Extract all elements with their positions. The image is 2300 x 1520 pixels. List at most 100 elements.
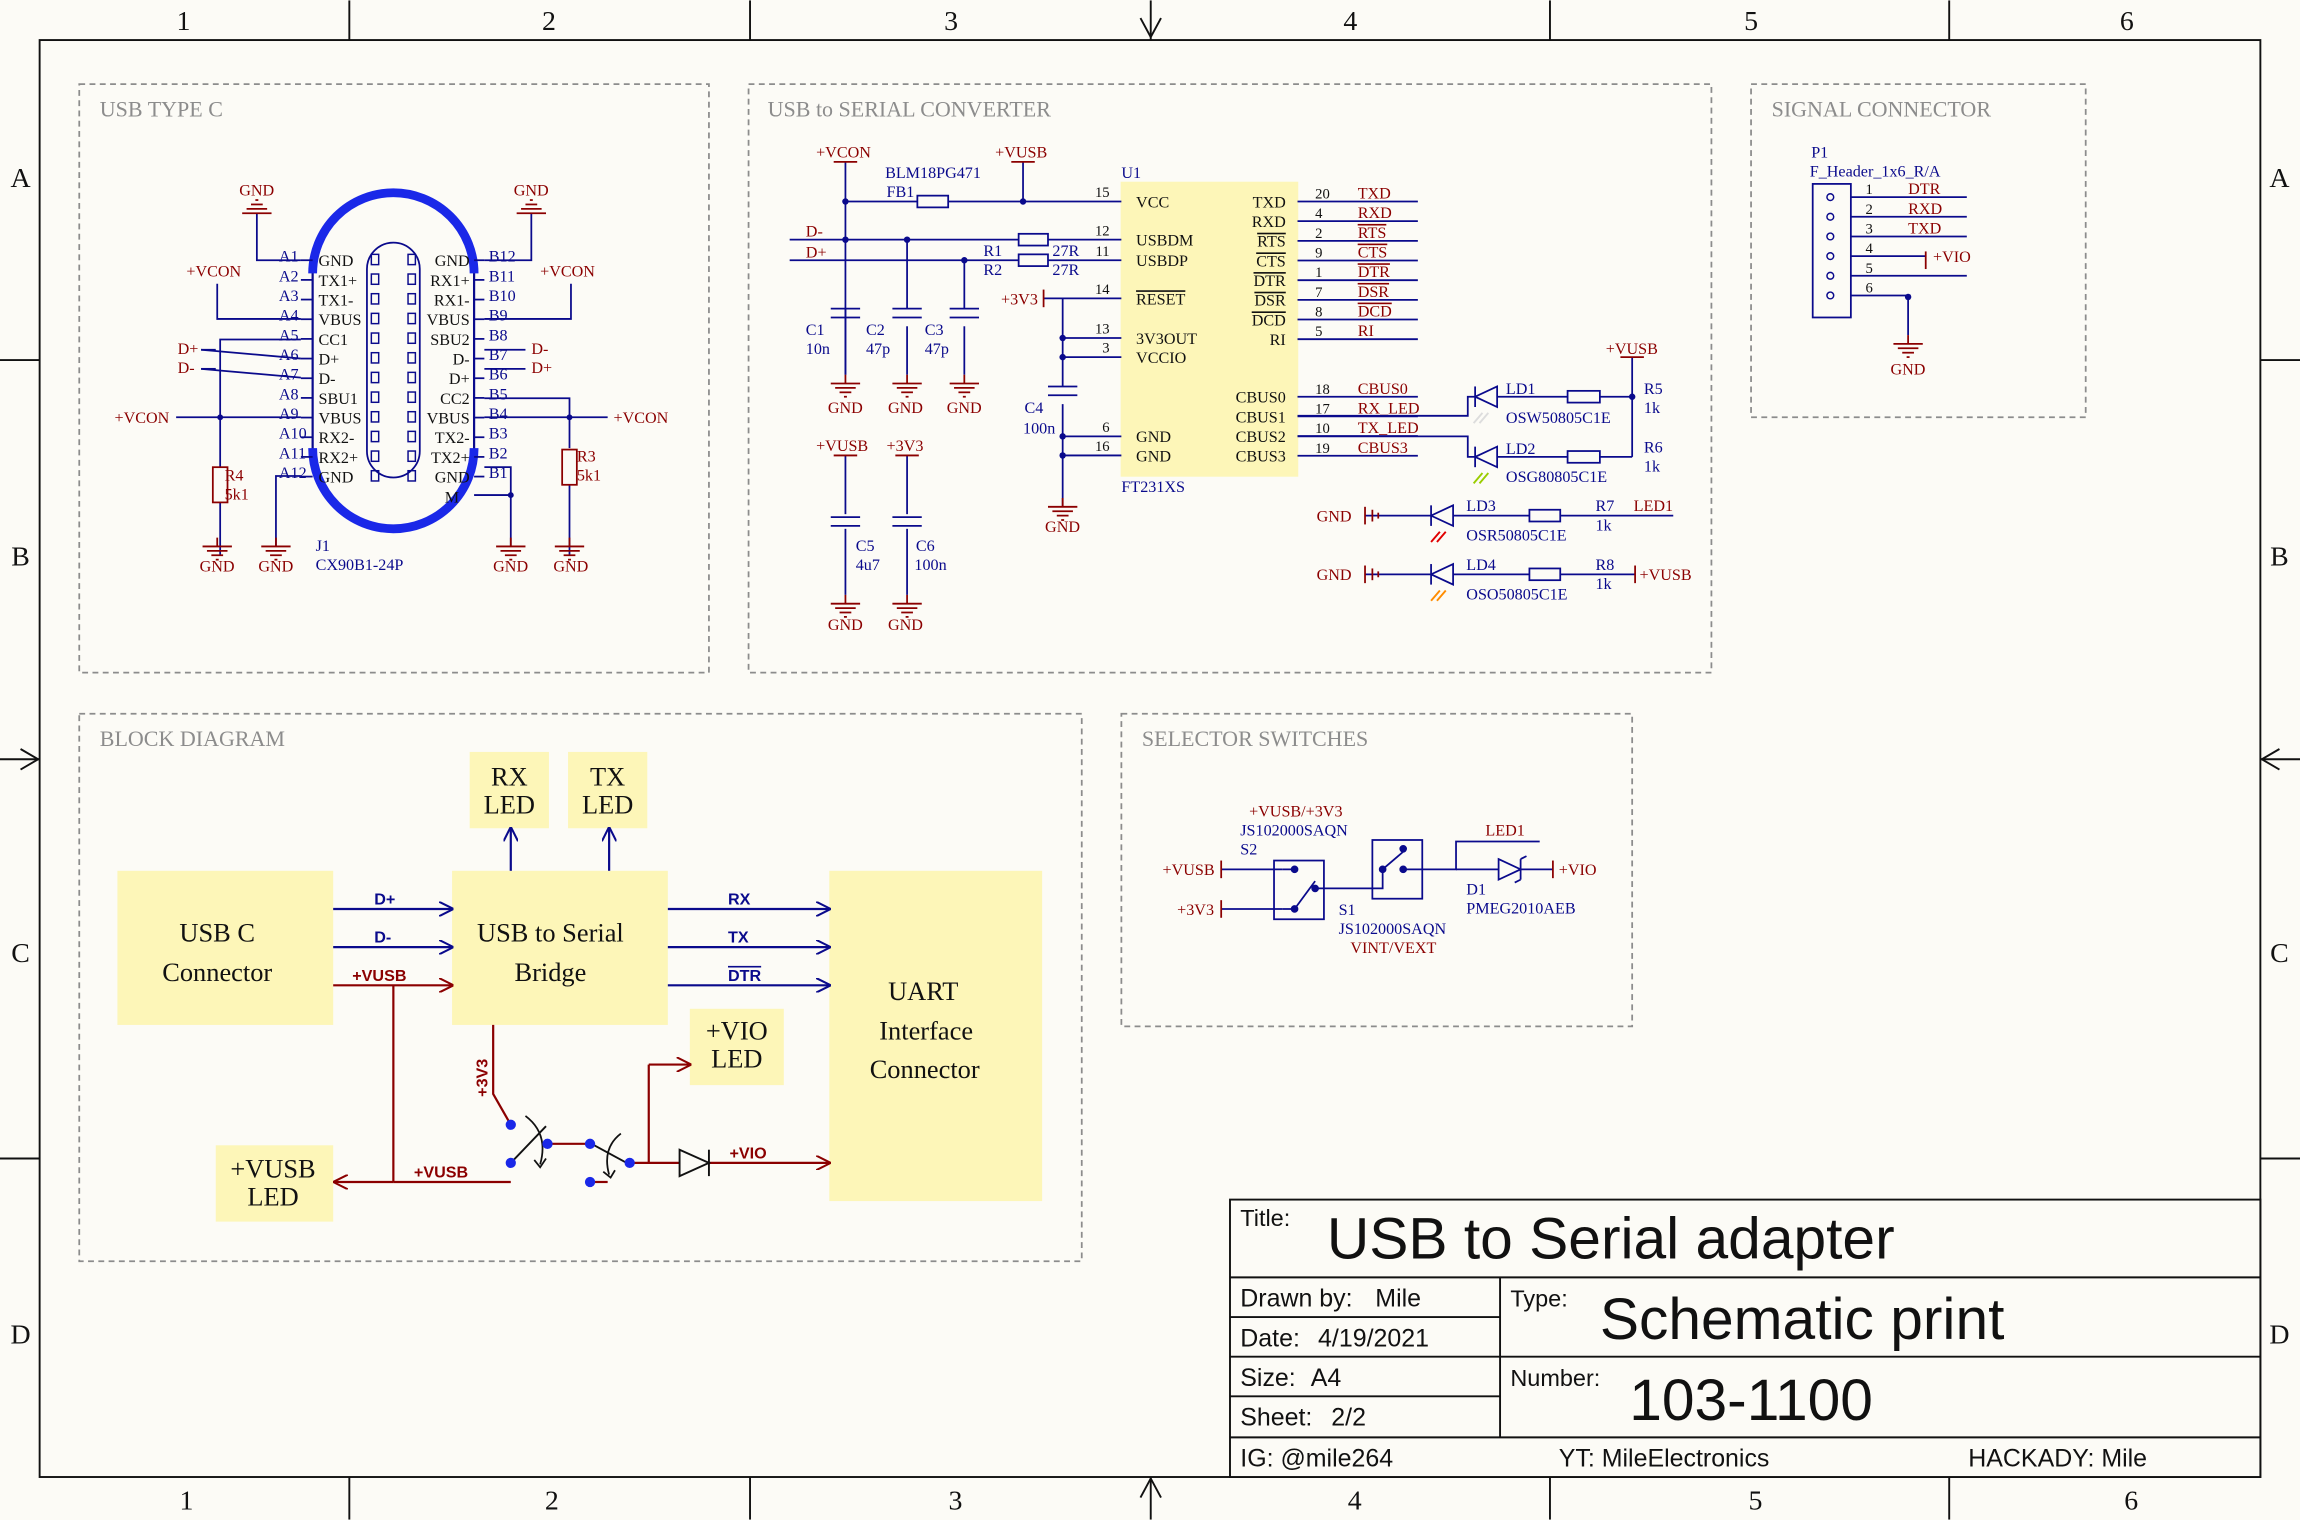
usbc-gnd-bottom: GND — [200, 558, 235, 575]
usbc-pin-number: A7 — [279, 367, 299, 384]
u1-pin-number: 4 — [1315, 206, 1323, 222]
usbc-pin-name: VBUS — [427, 410, 470, 427]
gnd-symbol — [242, 199, 272, 215]
block-vio-led-line2: LED — [711, 1043, 762, 1073]
block-sig-tx: TX — [728, 929, 749, 947]
sheet-title-usb-to-serial: USB to SERIAL CONVERTER — [768, 96, 1052, 121]
conv-vusb-c5: +VUSB — [816, 438, 868, 455]
block-tx-led — [568, 751, 648, 829]
usbc-pad — [407, 253, 417, 266]
ld1-ref: LD1 — [1506, 381, 1536, 398]
instagram-credit: IG: @mile264 — [1240, 1445, 1393, 1473]
usbc-pin-name: SBU1 — [319, 391, 358, 408]
u1-left-pins: 15VCC12USBDM11USBDP14RESET133V3OUT3VCCIO… — [1095, 185, 1197, 465]
p1-pin-number: 6 — [1866, 281, 1873, 297]
ld3-ref: LD3 — [1466, 498, 1496, 515]
c6-ref: C6 — [916, 538, 935, 555]
usbc-pin-number: B8 — [489, 327, 508, 344]
usbc-pin-number: B9 — [489, 308, 508, 325]
c2-value: 47p — [866, 341, 890, 358]
u1-pin-name: VCC — [1136, 194, 1169, 211]
u1-pin-number: 16 — [1095, 439, 1110, 455]
size-value: A4 — [1311, 1364, 1342, 1392]
sheet-block-diagram — [78, 712, 1083, 1263]
sel-3v3: +3V3 — [1177, 902, 1214, 919]
gnd-symbol — [892, 594, 922, 618]
block-uart-line2: Interface — [879, 1016, 973, 1046]
block-sig-dtr: DTR — [728, 967, 761, 985]
usbc-pin-name: TX1+ — [319, 273, 358, 290]
r3-value: 5k1 — [577, 467, 601, 484]
c3-value: 47p — [925, 341, 949, 358]
usbc-pin-number: A4 — [279, 308, 299, 325]
block-tx-led-line1: TX — [590, 762, 625, 792]
u1-pin-name: DTR — [1254, 273, 1286, 290]
row-label-left: D — [10, 1319, 30, 1350]
p1-pin-contact — [1826, 252, 1835, 261]
block-tx-led-line2: LED — [582, 790, 633, 820]
usbc-pin-name: D- — [453, 351, 470, 368]
usbc-pin-number: B1 — [489, 465, 508, 482]
s1-value: JS102000SAQN — [1339, 921, 1447, 938]
r5-value: 1k — [1644, 400, 1661, 417]
converter-gnd-symbols — [830, 335, 1923, 618]
p1-pin-number: 5 — [1866, 261, 1873, 277]
p1-gnd: GND — [1890, 362, 1925, 379]
usb-c-gnd-symbols — [202, 199, 585, 561]
r2-value: 27R — [1052, 262, 1079, 279]
usbc-pin-name: RX1- — [434, 292, 470, 309]
block-sig-vusb2: +VUSB — [414, 1164, 468, 1182]
usbc-vcon-b4: +VCON — [614, 410, 669, 427]
usbc-pin-number: A12 — [279, 465, 307, 482]
usbc-pin-name: CC2 — [440, 391, 470, 408]
c5-value: 4u7 — [856, 557, 880, 574]
c4-ref: C4 — [1025, 400, 1044, 417]
u1-net-label: RXD — [1358, 205, 1392, 222]
u1-pin-name: DSR — [1254, 293, 1286, 310]
type-label: Type: — [1510, 1286, 1567, 1312]
usbc-pad — [370, 332, 380, 345]
block-switch-contacts — [505, 1119, 635, 1188]
usbc-dminus-left: D- — [178, 360, 195, 377]
u1-pin-name: GND — [1136, 429, 1171, 446]
usbc-pad — [370, 273, 380, 286]
usbc-pin-number: A8 — [279, 386, 299, 403]
r6-value: 1k — [1644, 459, 1661, 476]
block-diagram-arrows — [333, 828, 829, 1182]
usbc-pad — [407, 351, 417, 364]
row-label-left: A — [10, 163, 30, 194]
p1-pin-contact — [1826, 271, 1835, 280]
s1-ref: S1 — [1339, 902, 1356, 919]
ld4-value: OSO50805C1E — [1466, 586, 1567, 603]
block-usb-c-connector — [117, 870, 334, 1025]
usbc-pin-number: A6 — [279, 347, 299, 364]
u1-net-label: DCD — [1358, 304, 1392, 321]
usbc-pad — [407, 371, 417, 384]
j1-ref: J1 — [316, 538, 330, 555]
fb1-value: BLM18PG471 — [885, 165, 981, 182]
block-sig-3v3: +3V3 — [473, 1059, 491, 1097]
gnd-symbol — [830, 374, 861, 398]
col-label-top: 2 — [542, 6, 556, 37]
u1-net-label: DTR — [1358, 264, 1390, 281]
u1-pin-number: 12 — [1095, 223, 1110, 239]
usbc-pin-name: D- — [319, 371, 336, 388]
sheet-usb-to-serial — [747, 83, 1713, 674]
converter-junctions — [842, 198, 1636, 459]
usbc-pin-number: B4 — [489, 406, 508, 423]
block-rx-led-line1: RX — [491, 762, 528, 792]
usbc-pin-name: GND — [319, 253, 354, 270]
usbc-pin-number: B5 — [489, 386, 508, 403]
usbc-pin-name: TX1- — [319, 292, 354, 309]
p1-pin-number: 2 — [1866, 202, 1873, 218]
u1-pin-number: 6 — [1102, 420, 1109, 436]
gnd-symbol — [830, 594, 861, 618]
usbc-vcon-right: +VCON — [540, 263, 595, 280]
block-sig-dplus: D+ — [374, 891, 395, 909]
conv-vusb-leds: +VUSB — [1606, 341, 1658, 358]
usbc-pin-number: A9 — [279, 406, 299, 423]
usbc-pad — [407, 410, 417, 423]
